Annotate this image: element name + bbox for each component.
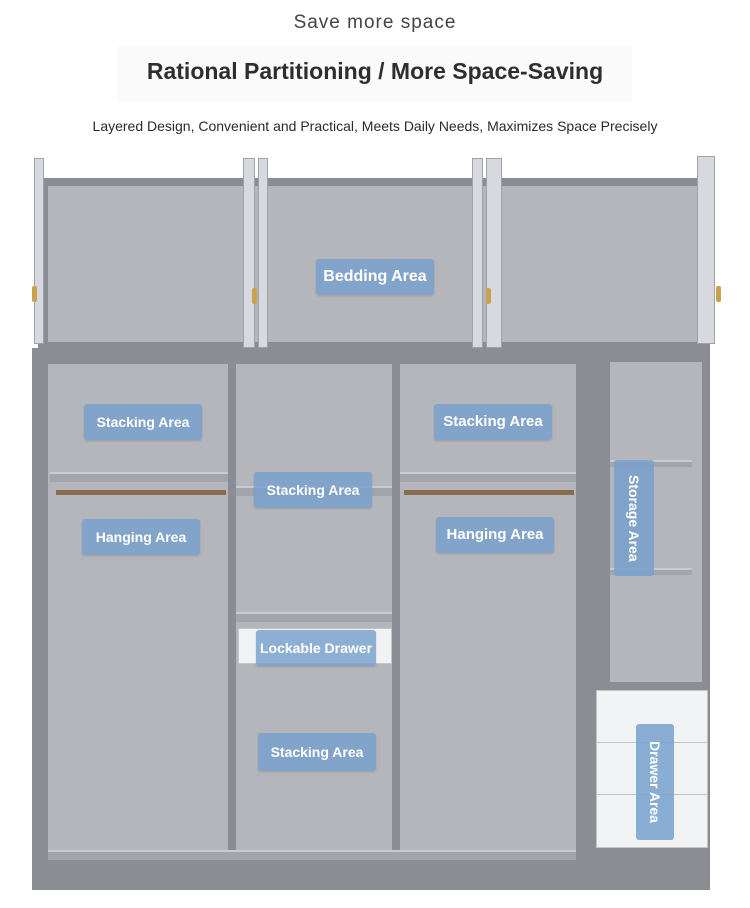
headline: Rational Partitioning / More Space-Savin… xyxy=(146,58,604,84)
top-door-2 xyxy=(243,158,255,348)
bedding-area-label: Bedding Area xyxy=(316,259,434,295)
top-door-5 xyxy=(486,158,502,348)
bottom-plinth xyxy=(48,850,576,860)
main-left-interior xyxy=(48,364,228,856)
stacking-area-bottom-label: Stacking Area xyxy=(258,733,376,771)
hanging-area-left-label: Hanging Area xyxy=(82,519,200,555)
door-handle-3 xyxy=(486,288,491,304)
top-door-6 xyxy=(697,156,715,344)
storage-area-label: Storage Area xyxy=(614,460,654,576)
main-center-interior xyxy=(236,364,392,856)
top-door-3 xyxy=(258,158,268,348)
main-right-interior xyxy=(400,364,576,856)
left-shelf xyxy=(50,472,228,482)
right-shelf xyxy=(400,472,576,482)
tagline: Save more space xyxy=(293,12,457,33)
lockable-drawer-label: Lockable Drawer xyxy=(256,630,376,666)
top-door-1 xyxy=(34,158,44,344)
side-shelf-column xyxy=(672,362,702,682)
drawer-area-label: Drawer Area xyxy=(636,724,674,840)
stacking-area-right-label: Stacking Area xyxy=(434,404,552,440)
hanging-area-right-label: Hanging Area xyxy=(436,517,554,553)
door-handle-4 xyxy=(716,286,721,302)
center-shelf-2 xyxy=(236,612,392,622)
stacking-area-left-label: Stacking Area xyxy=(84,404,202,440)
stacking-area-center-label: Stacking Area xyxy=(254,472,372,508)
right-hanging-rod xyxy=(404,490,574,495)
subline: Layered Design, Convenient and Practical… xyxy=(92,118,658,134)
top-door-4 xyxy=(472,158,483,348)
headline-backdrop xyxy=(118,46,632,102)
left-hanging-rod xyxy=(56,490,226,495)
door-handle-2 xyxy=(252,288,257,304)
door-handle-1 xyxy=(32,286,37,302)
